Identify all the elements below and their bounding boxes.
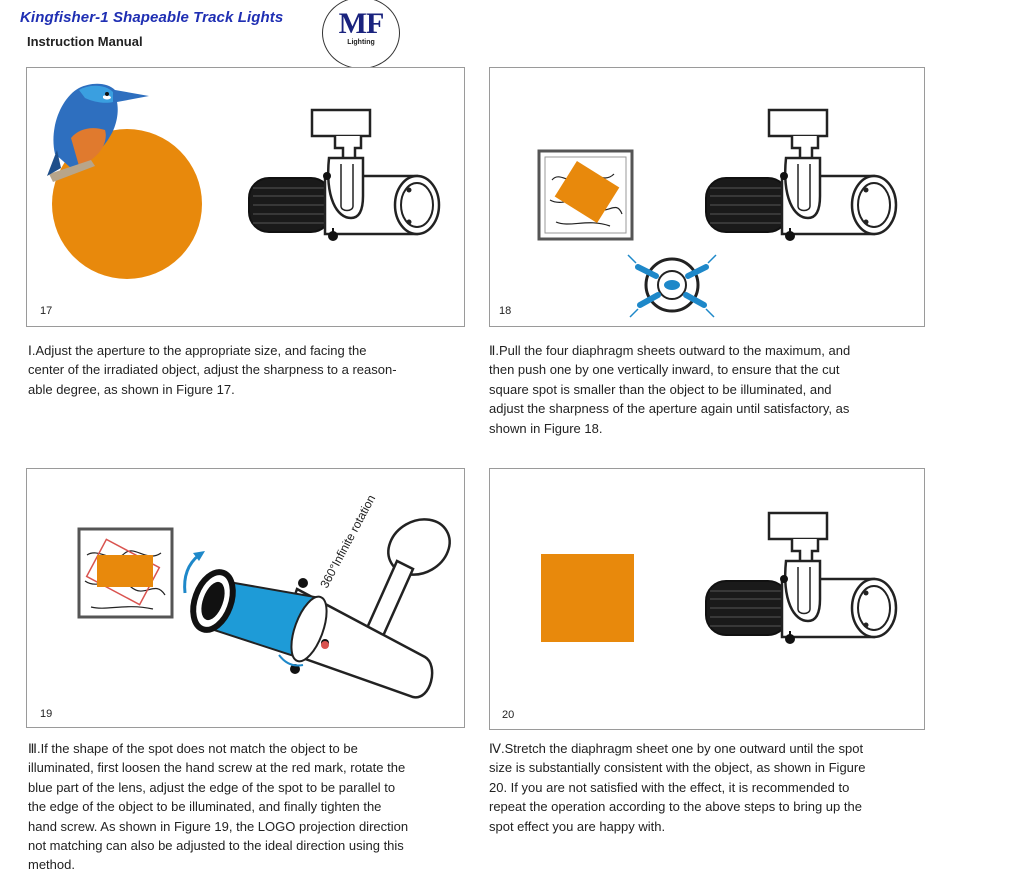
rotated-track-light-drawing xyxy=(190,518,451,699)
diaphragm-ring-icon xyxy=(627,254,717,318)
framed-picture-object xyxy=(537,149,634,241)
caption-line: adjust the sharpness of the aperture aga… xyxy=(489,401,850,417)
figure-19-panel: 360°Infinite rotation 19 xyxy=(26,468,465,728)
caption-line: able degree, as shown in Figure 17. xyxy=(28,381,235,397)
caption-line: square spot is smaller than the object t… xyxy=(489,381,832,397)
caption-line: center of the irradiated object, adjust … xyxy=(28,362,397,378)
caption-line: 20. If you are not satisfied with the ef… xyxy=(489,779,850,795)
caption-step-4: Ⅳ.Stretch the diaphragm sheet one by one… xyxy=(489,739,929,836)
caption-step-3: Ⅲ.If the shape of the spot does not matc… xyxy=(28,739,478,875)
figure-number: 17 xyxy=(40,305,53,317)
caption-line: blue part of the lens, adjust the edge o… xyxy=(28,779,396,795)
logo-mark: MF xyxy=(338,7,385,40)
caption-line: Ⅲ.If the shape of the spot does not matc… xyxy=(28,741,358,756)
track-light-drawing xyxy=(704,511,898,646)
track-light-drawing xyxy=(704,108,898,243)
square-spot xyxy=(554,160,620,224)
caption-line: Ⅱ.Pull the four diaphragm sheets outward… xyxy=(489,343,851,358)
logo-subtext: Lighting xyxy=(347,39,375,46)
brand-logo: MF Lighting xyxy=(322,0,400,69)
caption-line: shown in Figure 18. xyxy=(489,420,603,436)
document-subtitle: Instruction Manual xyxy=(27,34,143,49)
caption-line: repeat the operation according to the ab… xyxy=(489,799,862,815)
caption-line: method. xyxy=(28,857,75,873)
matched-square-spot xyxy=(541,554,634,642)
figure-number: 18 xyxy=(499,305,512,317)
caption-line: the edge of the object to be illuminated… xyxy=(28,799,382,815)
figure-number: 20 xyxy=(502,709,515,721)
caption-line: spot effect you are happy with. xyxy=(489,818,666,834)
caption-line: illuminated, first loosen the hand screw… xyxy=(28,760,406,776)
framed-picture-object xyxy=(77,527,174,619)
kingfisher-bird-image xyxy=(47,83,149,182)
caption-line: Ⅰ.Adjust the aperture to the appropriate… xyxy=(28,343,367,358)
caption-step-1: Ⅰ.Adjust the aperture to the appropriate… xyxy=(28,341,468,399)
square-spot xyxy=(97,555,153,587)
track-light-drawing xyxy=(247,108,441,243)
figure-17-panel: 17 xyxy=(26,67,465,327)
document-title: Kingfisher-1 Shapeable Track Lights xyxy=(20,9,284,26)
rotation-label: 360°Infinite rotation xyxy=(317,492,378,590)
figure-18-panel: 18 xyxy=(489,67,925,327)
caption-line: hand screw. As shown in Figure 19, the L… xyxy=(28,818,409,834)
caption-line: size is substantially consistent with th… xyxy=(489,760,866,776)
caption-line: then push one by one vertically inward, … xyxy=(489,362,840,378)
red-mark xyxy=(321,641,329,649)
figure-number: 19 xyxy=(40,708,53,720)
caption-line: not matching can also be adjusted to the… xyxy=(28,838,404,854)
caption-step-2: Ⅱ.Pull the four diaphragm sheets outward… xyxy=(489,341,929,438)
caption-line: Ⅳ.Stretch the diaphragm sheet one by one… xyxy=(489,741,864,756)
figure-20-panel: 20 xyxy=(489,468,925,730)
